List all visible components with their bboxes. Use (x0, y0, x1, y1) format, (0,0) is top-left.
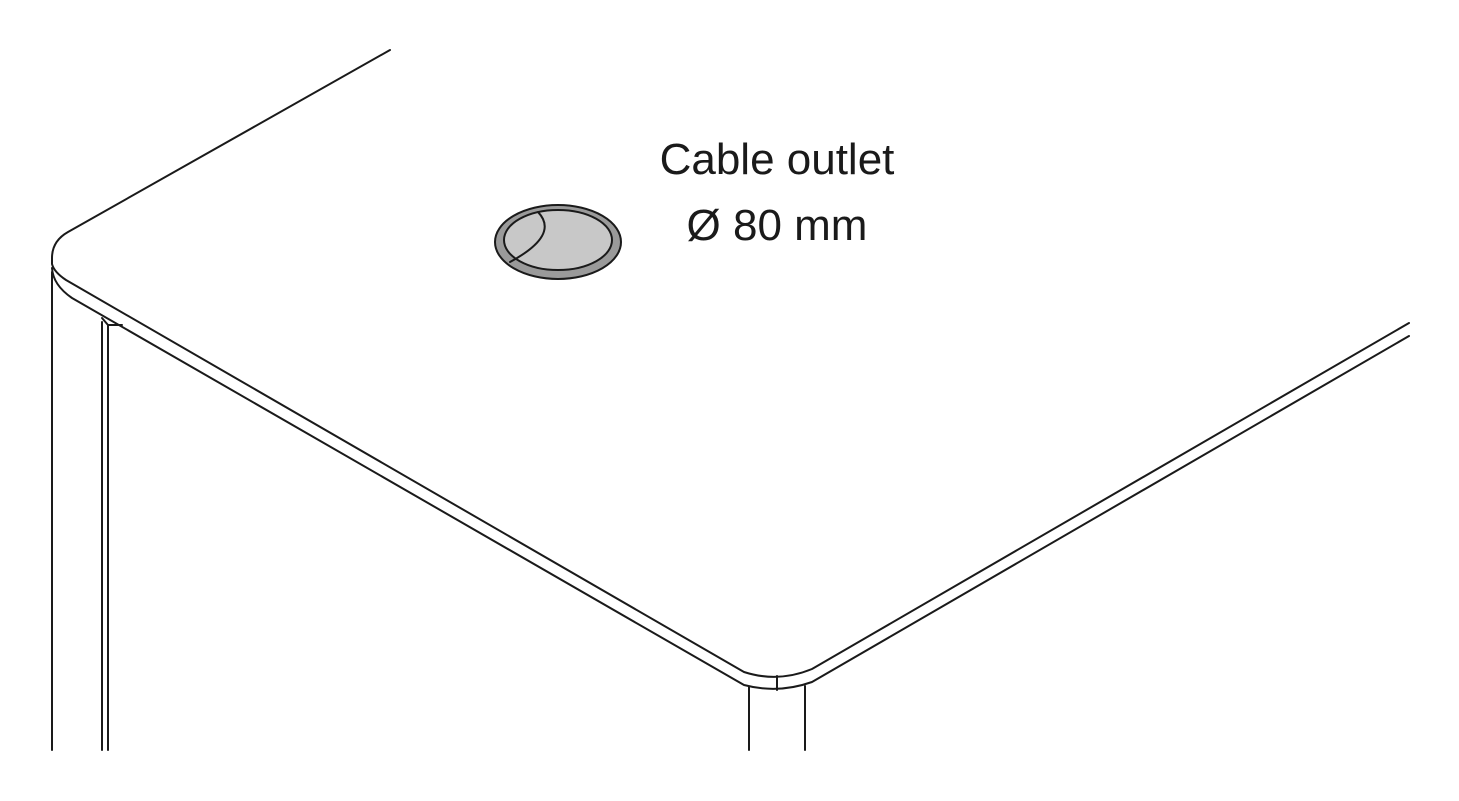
desk-top-upper-edge (51, 49, 1410, 678)
desk-top-lower-edge (51, 267, 1410, 690)
cable-outlet-grommet (494, 204, 622, 280)
cable-outlet-label: Cable outlet Ø 80 mm (660, 135, 895, 250)
left-leg (51, 271, 123, 751)
grommet-cap (503, 209, 613, 271)
label-line-1: Cable outlet (660, 135, 895, 184)
desk-top (51, 49, 1410, 691)
left-leg-joint (101, 317, 123, 326)
label-line-2: Ø 80 mm (687, 201, 868, 250)
grommet-lid-hinge (509, 211, 546, 263)
front-leg (748, 685, 806, 751)
